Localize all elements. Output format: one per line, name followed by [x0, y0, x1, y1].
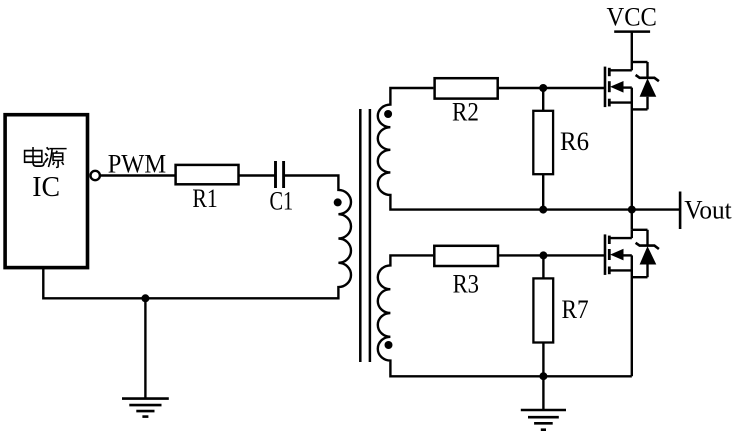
svg-text:PWM: PWM	[108, 150, 166, 179]
svg-text:R1: R1	[192, 184, 217, 213]
svg-text:R7: R7	[562, 295, 589, 324]
svg-text:IC: IC	[32, 172, 60, 203]
svg-text:Vout: Vout	[684, 196, 732, 225]
svg-text:VCC: VCC	[607, 3, 657, 32]
svg-text:R3: R3	[453, 270, 479, 299]
svg-text:R6: R6	[560, 127, 589, 156]
svg-text:C1: C1	[270, 186, 294, 215]
svg-text:R2: R2	[452, 98, 479, 127]
